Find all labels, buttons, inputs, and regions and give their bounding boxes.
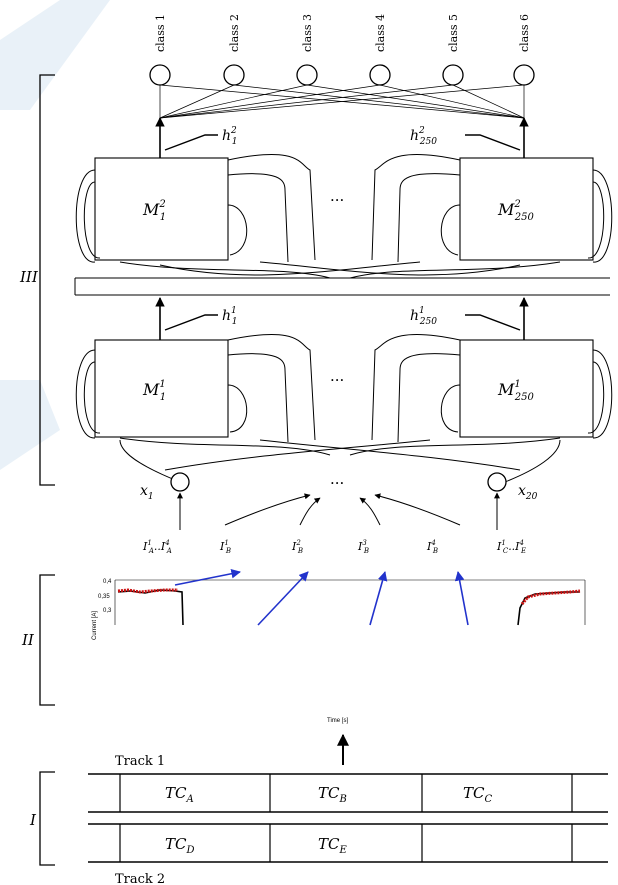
memory-block [94,339,229,438]
track-circuit-c: TCC [463,784,492,805]
class-node: class 2 [223,14,245,86]
input-node [170,472,190,492]
class-label: class 4 [374,14,387,52]
y-tick-label: 0,35 [98,594,110,600]
track-2-label: Track 2 [115,872,165,885]
blue-arrows [174,568,469,626]
ellipsis: ··· [330,191,344,209]
track-circuit-a: TCA [165,784,194,805]
current-trace [517,591,580,626]
track-circuit-e: TCE [318,835,347,856]
y-tick-label: 0,3 [103,608,112,614]
section-brackets [39,74,55,866]
layer-connections [74,277,610,296]
class-node: class 1 [149,14,171,86]
ellipsis: ··· [330,474,344,492]
track-1-label: Track 1 [115,754,165,769]
class-node: class 4 [369,14,391,86]
class-label: class 6 [518,14,531,52]
x-label-right: x20 [518,483,538,502]
y-tick-label: 0,4 [103,579,112,585]
x-label-left: x1 [140,483,154,502]
current-trace [117,589,184,626]
class-node: class 3 [296,14,318,86]
memory-block [459,157,594,261]
class-label: class 2 [228,14,241,52]
class-node: class 5 [442,14,464,86]
memory-block [459,339,594,438]
watermark [0,0,110,470]
section-label-ii: II [21,631,35,649]
current-markers [117,588,178,594]
input-node [487,472,507,492]
track-circuit-b: TCB [318,784,347,805]
output-layer: class 1 class 2 class 3 class 4 class 5 … [149,14,535,119]
section-label-iii: III [19,268,39,286]
current-markers [520,589,581,605]
section-label-i: I [29,811,37,829]
x-axis-label: Time [s] [327,718,348,724]
track-diagram: Track 1 Track 2 TCA TCB TCC TCD [88,754,608,885]
current-plot: Current [A] 0,4 0,35 0,3 [92,568,586,640]
class-node: class 6 [513,14,535,86]
y-axis-label: Current [A] [92,611,98,640]
track-circuit-d: TCD [165,835,195,856]
class-label: class 1 [154,14,167,52]
class-label: class 3 [301,14,314,52]
ellipsis: ··· [330,371,344,389]
memory-block [94,157,229,261]
class-label: class 5 [447,14,460,52]
output-connections [159,84,525,119]
